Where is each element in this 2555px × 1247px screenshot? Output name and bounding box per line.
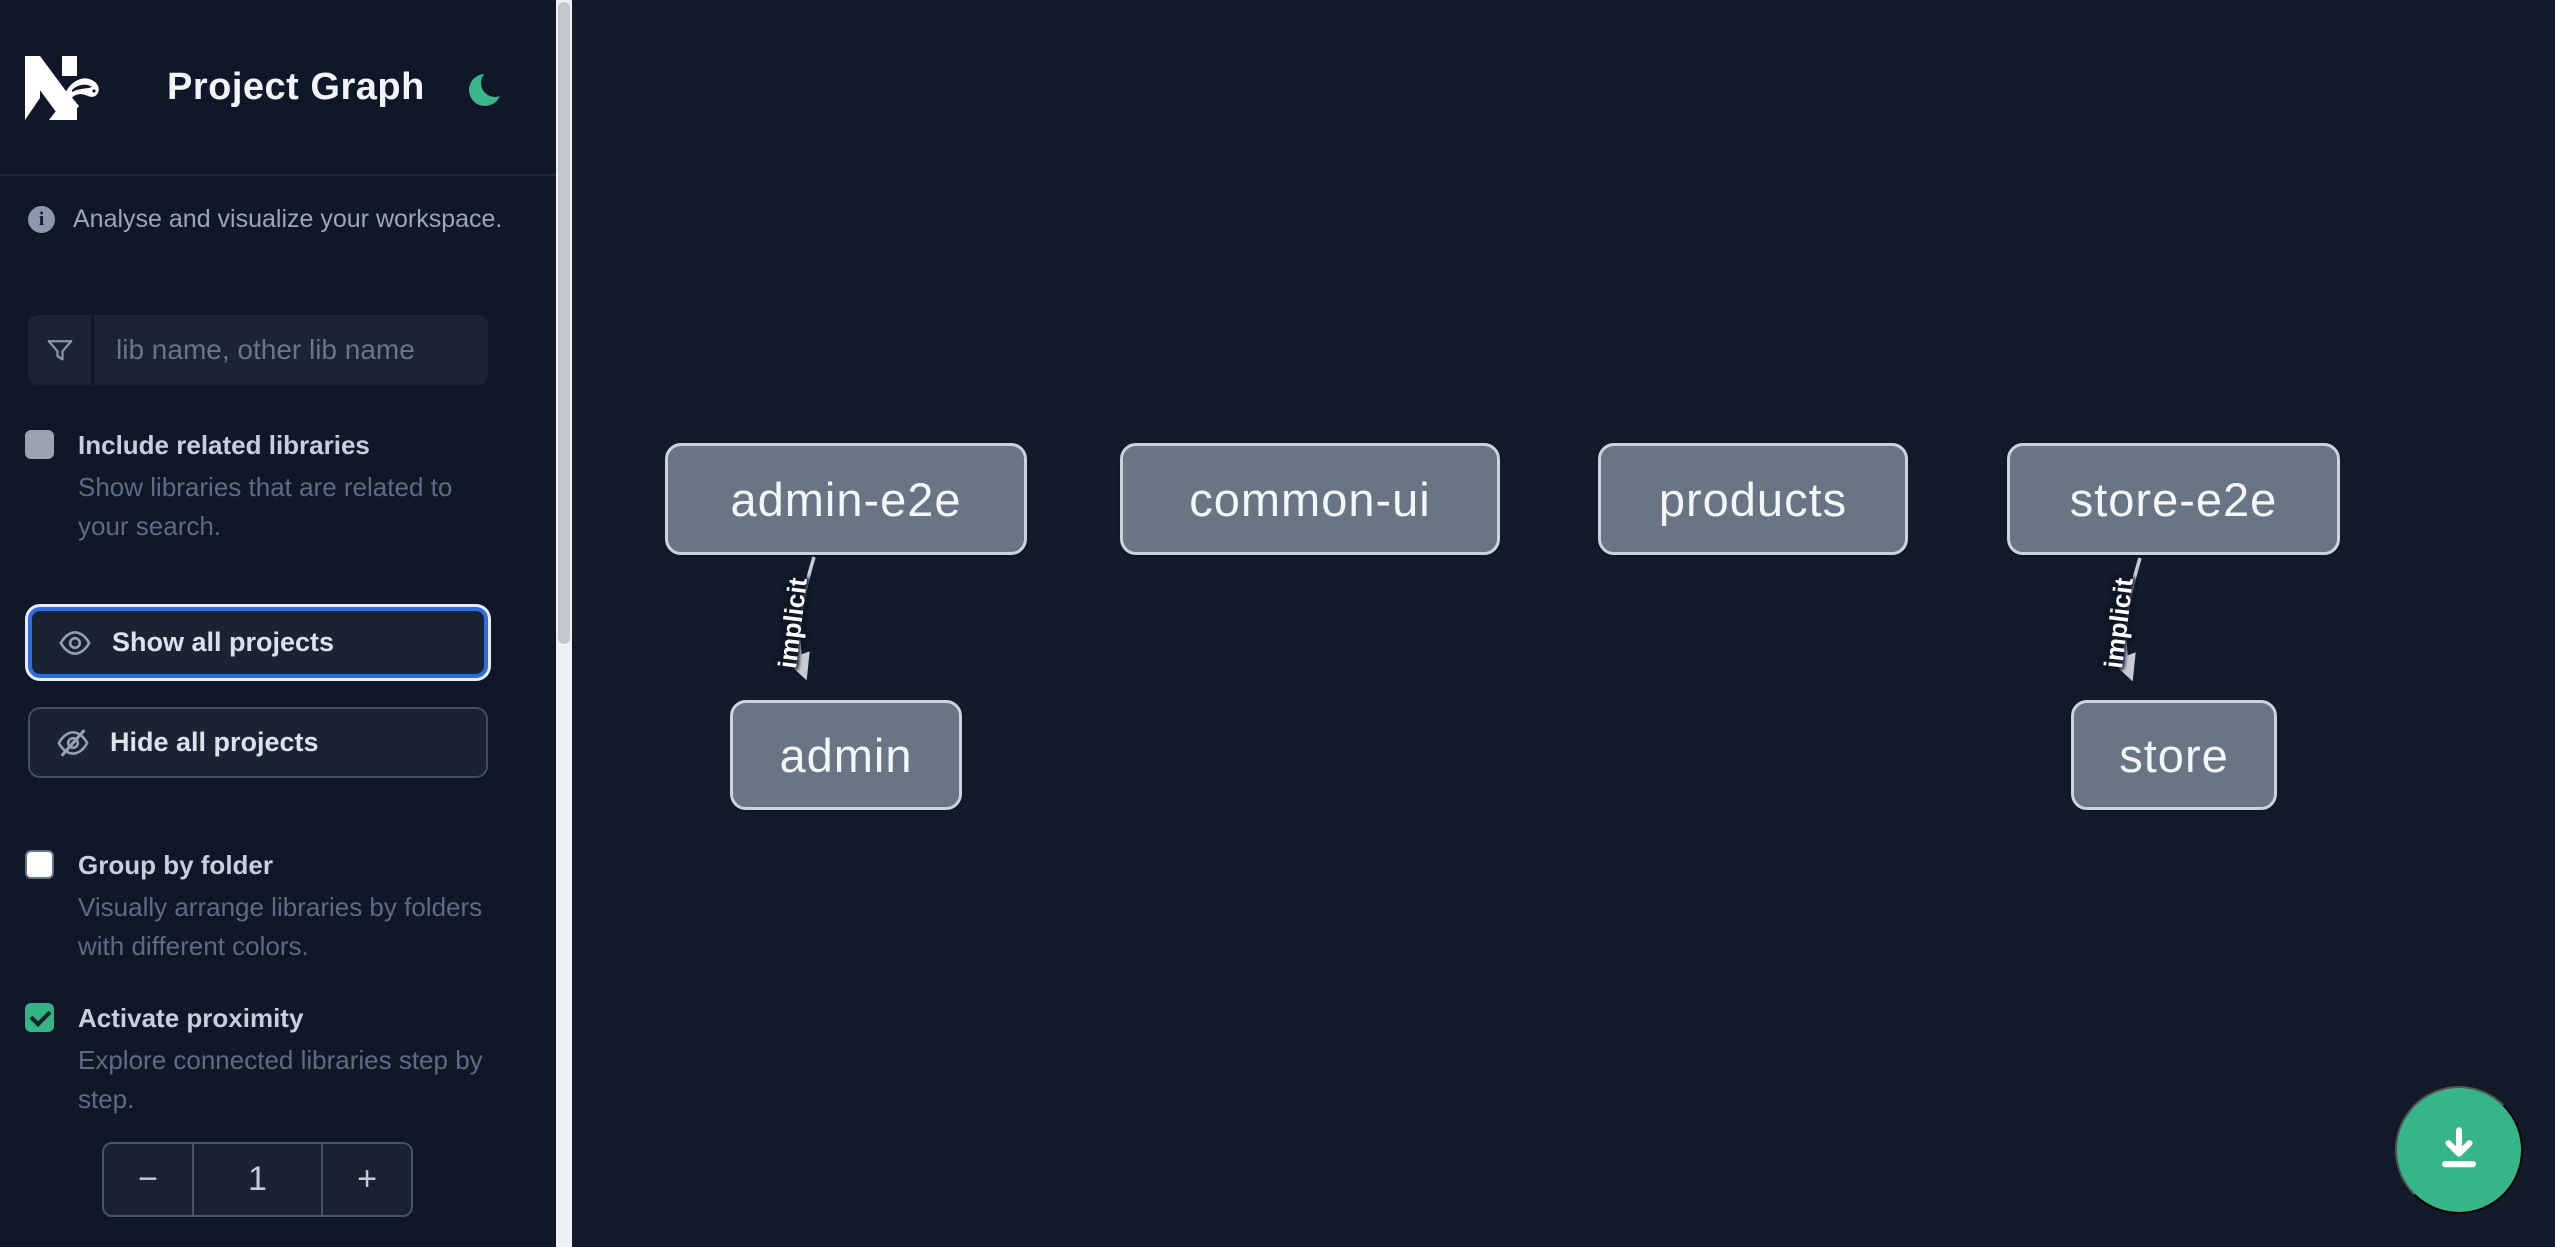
search-box [28, 315, 488, 385]
edge-store-e2e-store [2111, 557, 2142, 682]
eye-off-icon [56, 726, 90, 760]
eye-icon [58, 626, 92, 660]
node-common-ui[interactable]: common-ui [1120, 443, 1500, 555]
page-title: Project Graph [167, 66, 425, 108]
button-label: Hide all projects [110, 727, 319, 757]
option-include-related-libraries: Include related libraries Show libraries… [25, 428, 505, 546]
search-input[interactable] [94, 315, 488, 385]
node-store-e2e[interactable]: store-e2e [2007, 443, 2340, 555]
option-description: Show libraries that are related to your … [78, 472, 453, 541]
download-icon [2431, 1121, 2487, 1180]
option-description: Visually arrange libraries by folders wi… [78, 892, 483, 961]
info-text: Analyse and visualize your workspace. [73, 205, 503, 233]
sidebar: Project Graph i Analyse and visualize yo… [0, 0, 556, 1247]
node-label: common-ui [1189, 472, 1431, 526]
include-related-libraries-checkbox[interactable] [25, 430, 54, 459]
node-products[interactable]: products [1598, 443, 1908, 555]
option-group-by-folder: Group by folder Visually arrange librari… [25, 848, 505, 966]
graph-edges [785, 556, 2142, 682]
option-activate-proximity: Activate proximity Explore connected lib… [25, 1001, 505, 1119]
proximity-depth-stepper: − 1 + [102, 1142, 413, 1217]
node-label: admin [779, 728, 913, 782]
option-description: Explore connected libraries step by step… [78, 1045, 483, 1114]
option-label: Group by folder [78, 850, 273, 880]
button-label: Show all projects [112, 627, 335, 657]
node-admin[interactable]: admin [730, 700, 962, 810]
hide-all-projects-button[interactable]: Hide all projects [28, 707, 488, 778]
decrement-button[interactable]: − [104, 1144, 194, 1215]
activate-proximity-checkbox[interactable] [25, 1003, 54, 1032]
proximity-depth-value: 1 [248, 1160, 267, 1198]
sidebar-scrollbar-track[interactable] [556, 0, 572, 1247]
filter-funnel-icon [28, 315, 94, 385]
group-by-folder-checkbox[interactable] [25, 850, 54, 879]
nx-logo-icon [25, 56, 99, 120]
node-label: store [2119, 728, 2229, 782]
show-all-projects-button[interactable]: Show all projects [28, 607, 488, 678]
workspace-info: i Analyse and visualize your workspace. [28, 205, 528, 234]
option-label: Include related libraries [78, 430, 370, 460]
project-graph-canvas[interactable]: implicit implicit admin-e2e common-ui pr… [572, 0, 2555, 1247]
sidebar-header: Project Graph [0, 0, 556, 176]
node-label: store-e2e [2069, 472, 2278, 526]
node-label: admin-e2e [730, 472, 962, 526]
edge-admin-e2e-admin [785, 556, 816, 681]
sidebar-scrollbar-thumb[interactable] [558, 2, 570, 644]
option-label: Activate proximity [78, 1003, 304, 1033]
download-image-button[interactable] [2395, 1086, 2523, 1214]
moon-icon[interactable] [468, 70, 506, 108]
info-icon: i [28, 206, 55, 233]
increment-button[interactable]: + [321, 1144, 411, 1215]
node-store[interactable]: store [2071, 700, 2277, 810]
node-label: products [1658, 472, 1848, 526]
node-admin-e2e[interactable]: admin-e2e [665, 443, 1027, 555]
